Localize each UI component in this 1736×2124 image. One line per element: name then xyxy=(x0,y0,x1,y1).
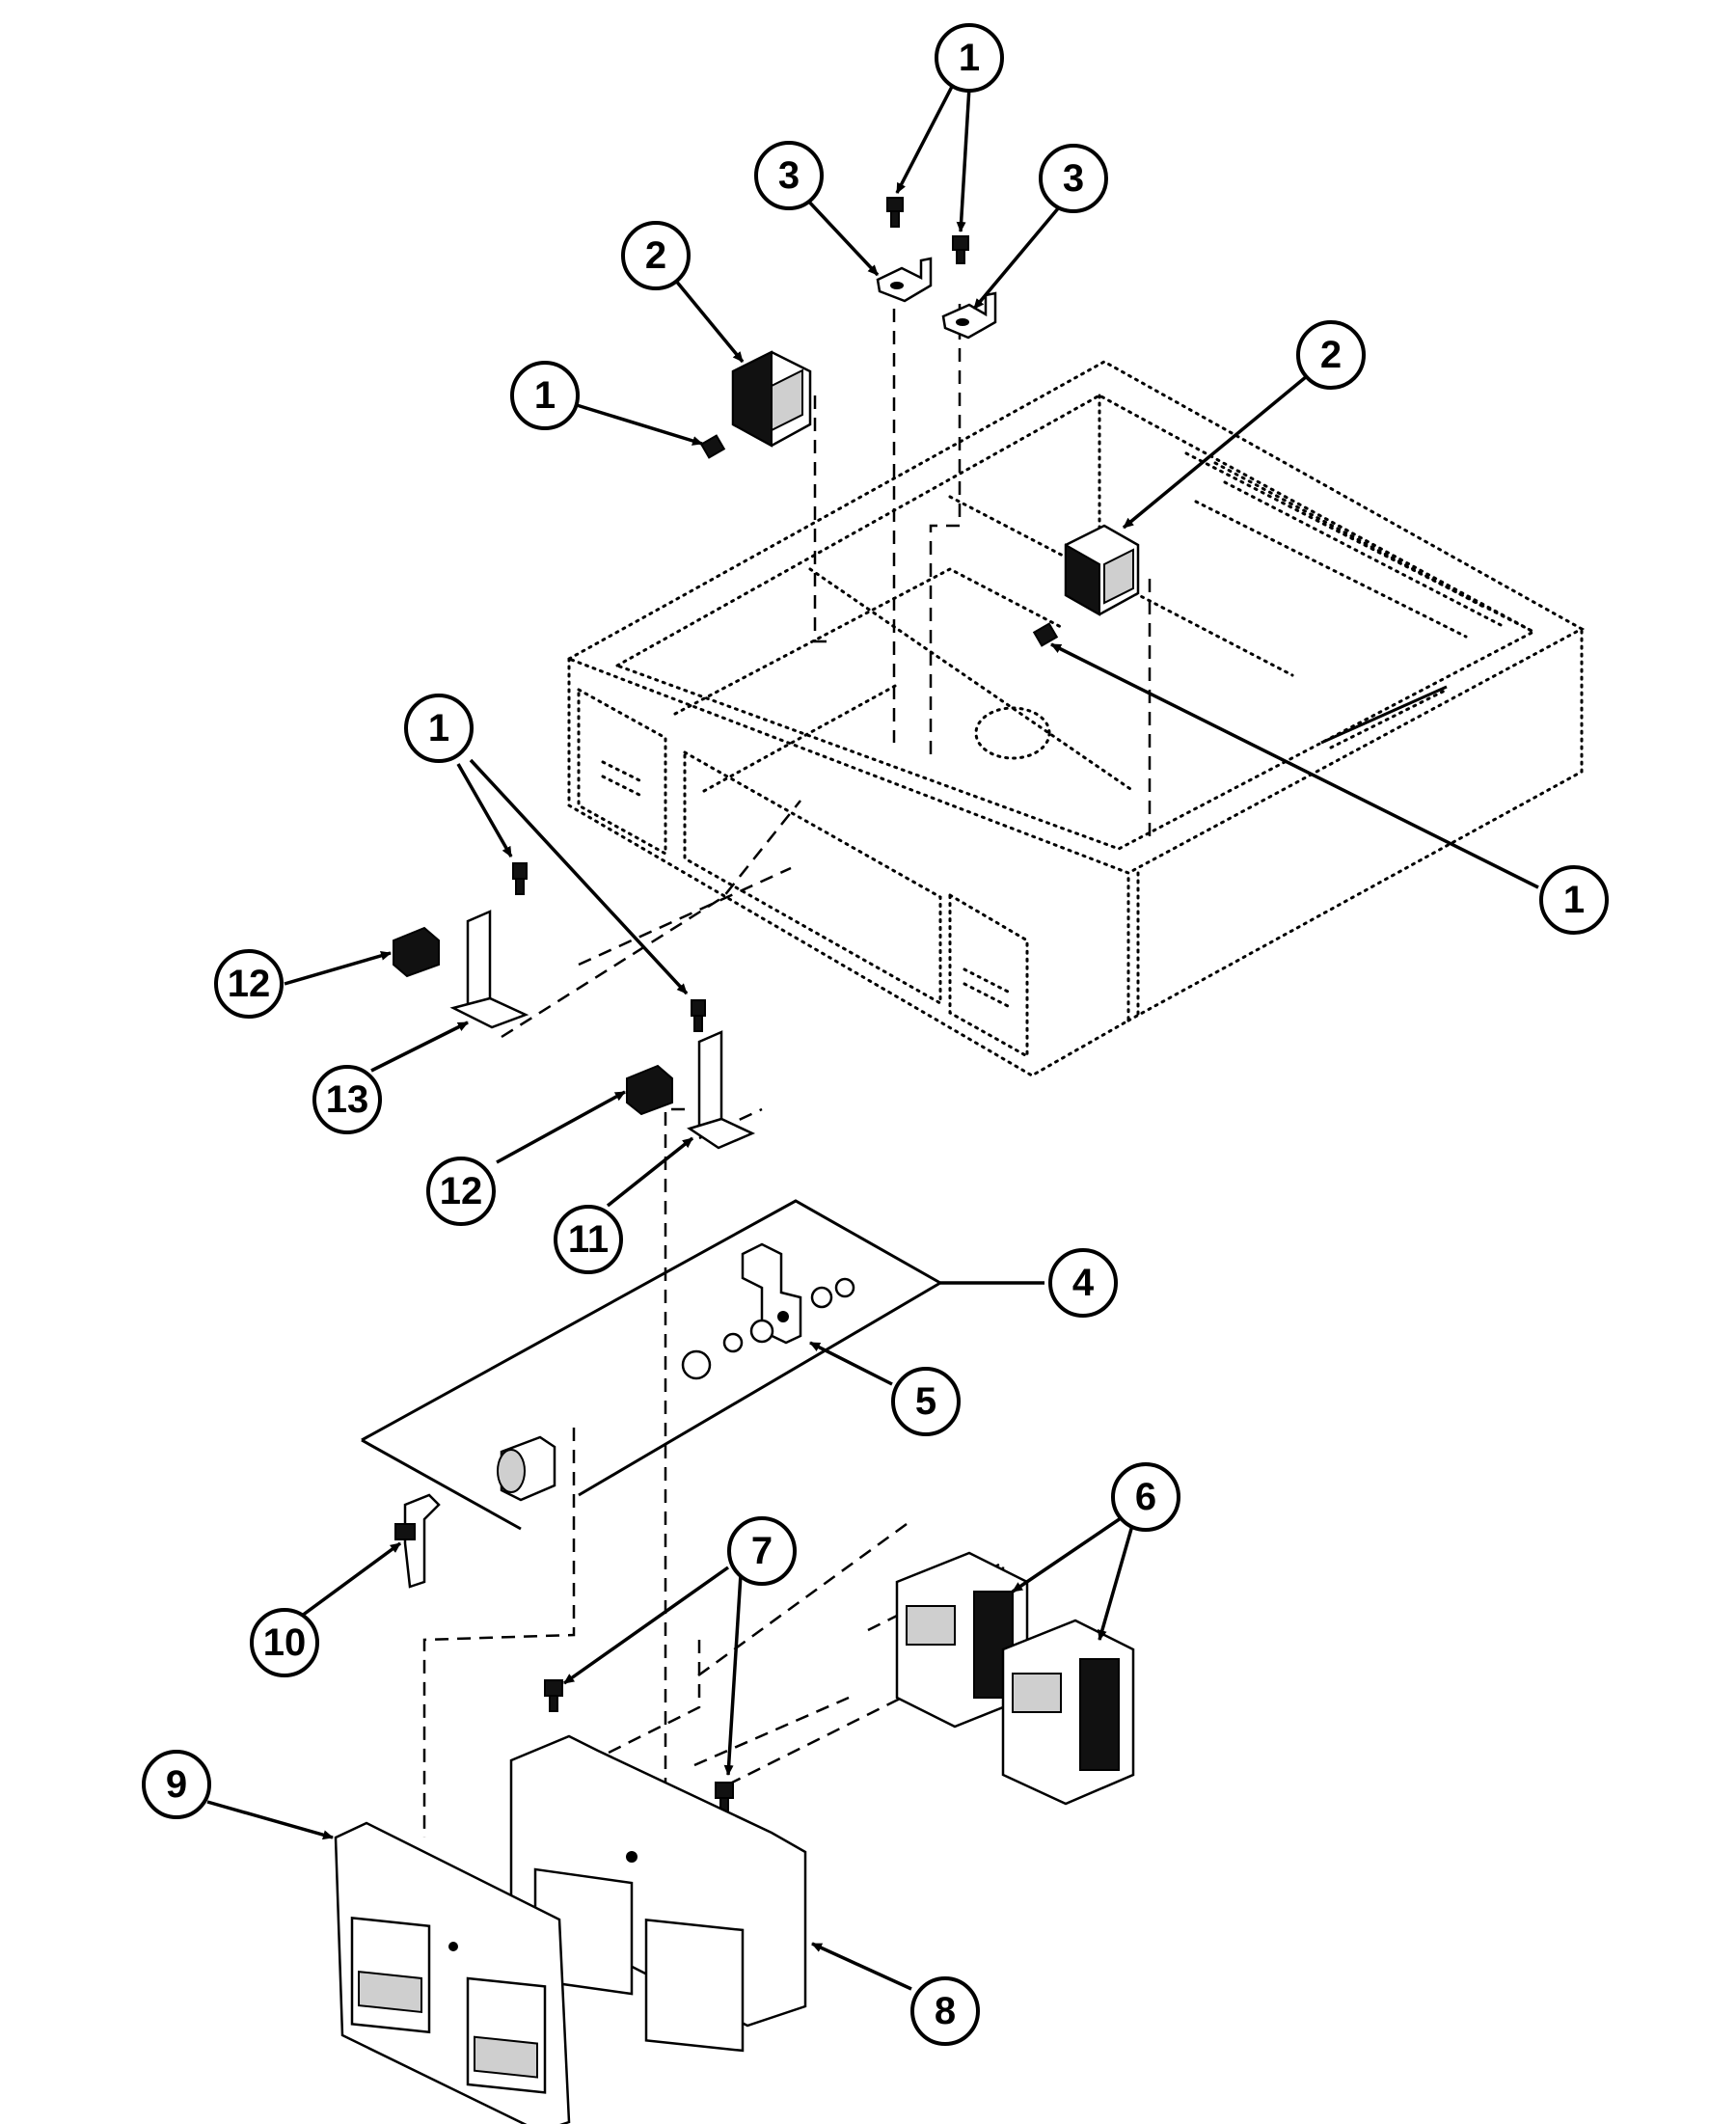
callout-circle xyxy=(1296,320,1366,390)
callout-3: 3 xyxy=(754,141,824,210)
callout-7: 7 xyxy=(727,1516,797,1586)
callout-circle xyxy=(910,1976,980,2046)
callout-1: 1 xyxy=(510,361,580,430)
callout-12: 12 xyxy=(426,1157,496,1226)
callout-circle xyxy=(510,361,580,430)
callout-label: 9 xyxy=(166,1763,187,1806)
callout-label: 3 xyxy=(778,154,800,197)
callout-label: 1 xyxy=(428,707,449,749)
callout-2: 2 xyxy=(621,221,691,290)
callout-circle xyxy=(1048,1248,1118,1318)
callout-label: 4 xyxy=(1072,1262,1095,1304)
panel-outline-lower xyxy=(361,1438,522,1531)
callout-circle xyxy=(250,1608,319,1677)
callout-circle xyxy=(1111,1462,1180,1532)
callout-3: 3 xyxy=(1039,144,1108,213)
callout-circle xyxy=(935,23,1004,93)
panel-outline-right xyxy=(578,1281,941,1497)
callout-label: 2 xyxy=(645,234,666,277)
callout-label: 1 xyxy=(1563,879,1585,921)
callout-circle xyxy=(214,949,284,1019)
callout-4: 4 xyxy=(1048,1248,1118,1318)
callout-label: 3 xyxy=(1063,157,1084,200)
callout-label: 12 xyxy=(228,963,271,1005)
clip-icon xyxy=(876,257,997,340)
callout-11: 11 xyxy=(554,1205,623,1274)
callout-circle xyxy=(554,1205,623,1274)
cabinet-rail xyxy=(1320,685,1448,745)
callout-circle xyxy=(621,221,691,290)
callout-label: 1 xyxy=(534,374,556,417)
callout-2: 2 xyxy=(1296,320,1366,390)
overlay-panel xyxy=(334,1821,571,2124)
callout-9: 9 xyxy=(142,1750,211,1819)
callout-12: 12 xyxy=(214,949,284,1019)
callout-8: 8 xyxy=(910,1976,980,2046)
screw-icon xyxy=(512,197,1059,1814)
callout-circle xyxy=(404,694,474,763)
callout-circle xyxy=(312,1065,382,1134)
timer-icon xyxy=(895,1551,1135,1806)
bracket-icon xyxy=(449,910,756,1150)
callout-label: 5 xyxy=(915,1380,936,1423)
callout-circle xyxy=(1039,144,1108,213)
hardware-icon xyxy=(681,1242,855,1380)
callout-label: 8 xyxy=(935,1990,956,2032)
callout-circle xyxy=(142,1750,211,1819)
callout-label: 2 xyxy=(1320,334,1342,376)
callout-label: 12 xyxy=(440,1170,483,1212)
switch-icon xyxy=(393,926,673,1116)
callout-1: 1 xyxy=(1539,865,1609,935)
callout-5: 5 xyxy=(891,1367,961,1436)
cabinet-base xyxy=(565,360,1586,1077)
callout-label: 10 xyxy=(263,1621,307,1664)
assembly-lines xyxy=(422,304,1152,1838)
callout-1: 1 xyxy=(935,23,1004,93)
callout-circle xyxy=(426,1157,496,1226)
panel-outline xyxy=(361,1199,941,1442)
callout-circle xyxy=(1539,865,1609,935)
callout-label: 7 xyxy=(751,1530,773,1572)
callout-label: 13 xyxy=(326,1078,369,1121)
callout-label: 6 xyxy=(1135,1476,1156,1518)
callout-label: 1 xyxy=(959,37,980,79)
callout-6: 6 xyxy=(1111,1462,1180,1532)
callout-circle xyxy=(754,141,824,210)
callout-circle xyxy=(727,1516,797,1586)
callout-13: 13 xyxy=(312,1065,382,1134)
callout-circle xyxy=(891,1367,961,1436)
callout-10: 10 xyxy=(250,1608,319,1677)
relay-icon xyxy=(731,350,1140,616)
callout-label: 11 xyxy=(568,1218,609,1261)
sensor-icon xyxy=(394,1435,556,1589)
leader-lines xyxy=(206,80,1539,1991)
callout-1: 1 xyxy=(404,694,474,763)
